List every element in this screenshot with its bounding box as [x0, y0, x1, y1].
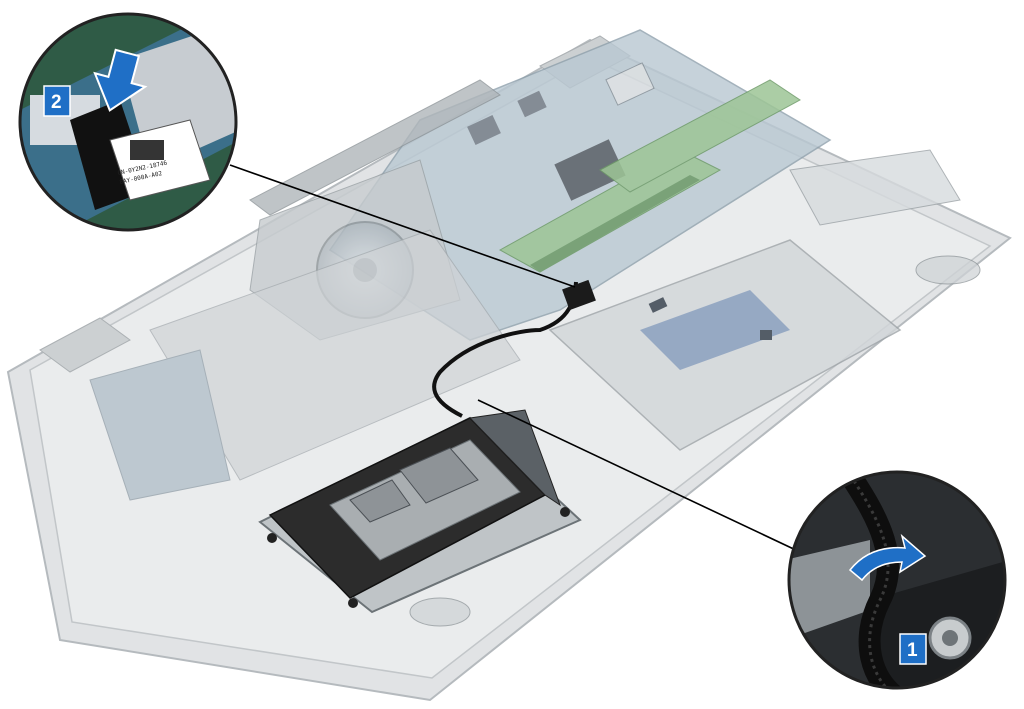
speakers	[409, 255, 981, 627]
ssd-module	[789, 149, 961, 226]
callout-zoom-connector: CN-0Y2N2-18746 8AY-000A-A02 2	[18, 12, 238, 232]
hdd-cable	[432, 281, 578, 418]
arrow-down-icon	[93, 48, 148, 112]
step-badge-1	[899, 633, 927, 665]
step-label-2: 2	[51, 92, 62, 113]
leader-line-1	[477, 399, 801, 553]
hdd-assembly	[258, 409, 582, 614]
step-badge-2	[43, 85, 71, 117]
leader-line-2	[229, 164, 576, 288]
cable-connector-zoom: CN-0Y2N2-18746 8AY-000A-A02	[70, 100, 211, 210]
palmrest	[89, 229, 521, 501]
ram-modules	[498, 79, 801, 273]
callout-zoom-cable-routing: 1	[787, 470, 1007, 690]
cable-connector	[562, 279, 596, 311]
step-label-1: 1	[907, 640, 918, 661]
touchpad	[548, 239, 902, 451]
curved-arrow-icon	[848, 533, 927, 582]
